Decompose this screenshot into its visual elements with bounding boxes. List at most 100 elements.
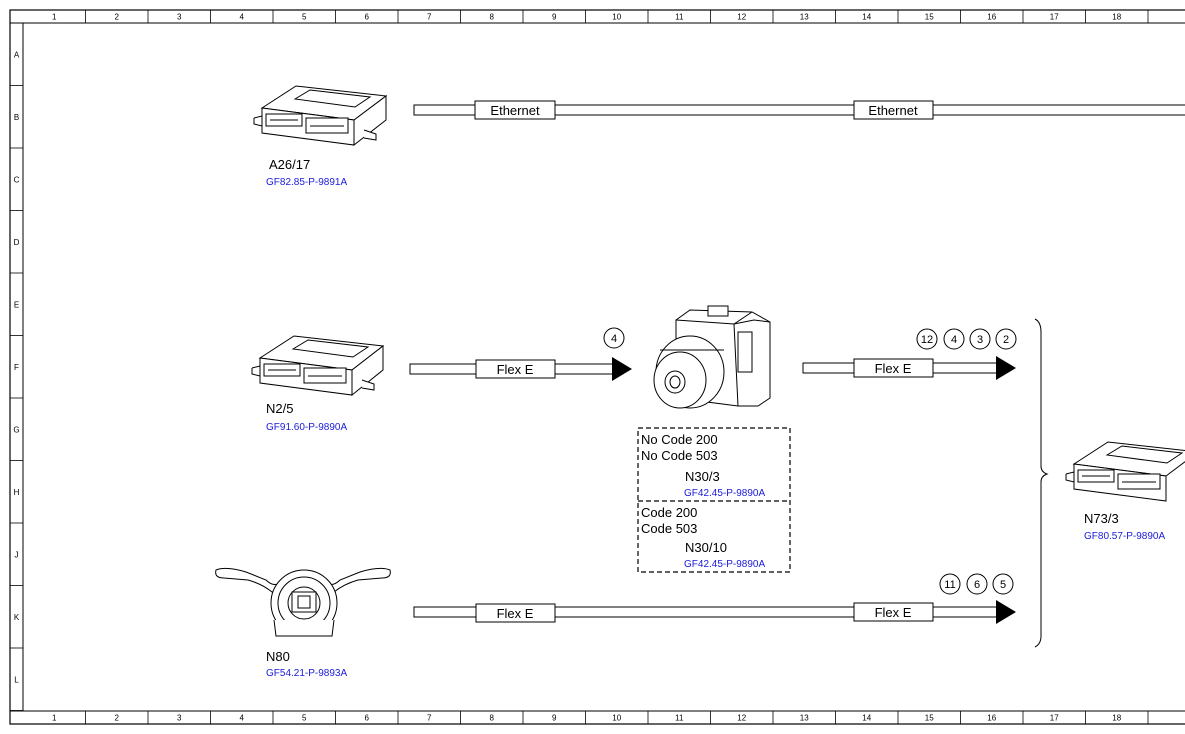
grid-column-label: 16	[987, 13, 996, 22]
grid-column-label: 9	[552, 13, 557, 22]
ethernet-label-left: Ethernet	[490, 103, 540, 118]
n80-ref-link[interactable]: GF54.21-P-9893A	[266, 668, 347, 679]
variant-upper-line2: No Code 503	[641, 448, 718, 463]
variant-upper-line1: No Code 200	[641, 432, 718, 447]
n80-name: N80	[266, 649, 290, 664]
variant-lower-line2: Code 503	[641, 521, 697, 536]
grid-column-label: 1	[52, 13, 57, 22]
n30-3-name: N30/3	[685, 469, 720, 484]
grid-column-label: 8	[490, 13, 495, 22]
grid-column-label: 10	[612, 714, 621, 723]
ethernet-label-right: Ethernet	[868, 103, 918, 118]
grid-row-label: D	[14, 238, 20, 247]
grid-row-label: B	[14, 113, 19, 122]
grid-column-label: 16	[987, 714, 996, 723]
a26-17-ref-link[interactable]: GF82.85-P-9891A	[266, 177, 347, 188]
grid-column-label: 11	[675, 13, 684, 22]
grid-row-label: L	[14, 675, 19, 684]
flex-label: Flex E	[875, 361, 912, 376]
grid-column-label: 12	[737, 714, 746, 723]
grid-column-label: 18	[1112, 714, 1121, 723]
grid-row-label: G	[13, 425, 19, 434]
marker-group-n80: 11 6 5	[939, 573, 1014, 595]
grid-column-label: 12	[737, 13, 746, 22]
marker-group-n30: 12 4 3 2	[916, 328, 1017, 350]
grid-column-label: 3	[177, 13, 182, 22]
marker-number: 5	[1000, 579, 1006, 591]
arrow-head-icon	[612, 357, 632, 381]
esp-hydraulic-unit-icon[interactable]	[653, 305, 771, 409]
arrow-head-icon	[996, 600, 1016, 624]
marker-number: 4	[611, 333, 617, 345]
flex-cable-n2-5[interactable]: Flex E	[409, 357, 632, 381]
grid-row-label: F	[14, 363, 19, 372]
grid-row-labels: A B C D E F G H J K L	[10, 50, 23, 711]
grid-row-label: E	[14, 300, 19, 309]
grid-column-label: 17	[1050, 13, 1059, 22]
ethernet-label-box-left	[474, 100, 556, 120]
flex-label-box-left	[475, 603, 556, 623]
grid-column-label: 13	[800, 13, 809, 22]
n73-3-name: N73/3	[1084, 511, 1119, 526]
grid-column-label: 7	[427, 13, 432, 22]
marker-number: 11	[944, 579, 955, 591]
grid-column-label: 6	[365, 714, 370, 723]
n80-steering-column-module-icon[interactable]	[215, 567, 391, 637]
grid-column-label: 2	[115, 13, 120, 22]
grid-column-label: 4	[240, 13, 245, 22]
flex-label: Flex E	[497, 362, 534, 377]
grid-column-label: 1	[52, 714, 57, 723]
grid-row-label: H	[14, 488, 20, 497]
flex-label-left: Flex E	[497, 606, 534, 621]
n2-5-ref-link[interactable]: GF91.60-P-9890A	[266, 422, 347, 433]
variant-box	[637, 427, 791, 573]
marker-number: 12	[921, 334, 933, 346]
grid-column-label: 14	[862, 13, 871, 22]
grid-column-label: 18	[1112, 13, 1121, 22]
grid-column-label: 8	[490, 714, 495, 723]
grid-row-label: A	[14, 50, 20, 59]
bus-bracket	[1034, 318, 1049, 648]
ethernet-cable[interactable]: Ethernet Ethernet	[413, 100, 1185, 120]
marker-number: 4	[951, 334, 957, 346]
grid-column-label: 4	[240, 714, 245, 723]
drawing-frame	[9, 9, 1185, 725]
grid-column-label: 5	[302, 714, 307, 723]
grid-column-label: 14	[862, 714, 871, 723]
marker-number: 6	[974, 579, 980, 591]
grid-row-label: K	[14, 613, 20, 622]
grid-column-label: 15	[925, 714, 934, 723]
ethernet-label-box-right	[853, 100, 934, 120]
flex-label-box	[475, 359, 556, 379]
variant-lower-line1: Code 200	[641, 505, 697, 520]
grid-column-label: 6	[365, 13, 370, 22]
marker-number: 3	[977, 334, 983, 346]
a26-17-module-icon[interactable]	[253, 85, 388, 147]
flex-cable-n30[interactable]: Flex E	[802, 356, 1016, 380]
grid-column-label: 10	[612, 13, 621, 22]
marker-4: 4	[603, 327, 625, 349]
n2-5-module-icon[interactable]	[251, 335, 385, 397]
grid-column-label: 3	[177, 714, 182, 723]
grid-column-label: 11	[675, 714, 684, 723]
grid-column-label: 15	[925, 13, 934, 22]
arrow-head-icon	[996, 356, 1016, 380]
n73-3-ref-link[interactable]: GF80.57-P-9890A	[1084, 531, 1165, 542]
grid-row-label: C	[14, 175, 20, 184]
n30-3-ref-link[interactable]: GF42.45-P-9890A	[684, 488, 765, 499]
grid-column-label: 5	[302, 13, 307, 22]
grid-column-label: 9	[552, 714, 557, 723]
flex-label-box-right	[853, 602, 934, 622]
grid-row-label: J	[15, 550, 19, 559]
n73-3-module-icon[interactable]	[1065, 441, 1185, 502]
grid-column-label: 7	[427, 714, 432, 723]
n30-10-ref-link[interactable]: GF42.45-P-9890A	[684, 559, 765, 570]
flex-cable-n80[interactable]: Flex E Flex E	[413, 600, 1016, 624]
flex-label-box	[853, 358, 934, 378]
n2-5-name: N2/5	[266, 401, 293, 416]
flex-label-right: Flex E	[875, 605, 912, 620]
n30-10-name: N30/10	[685, 540, 727, 555]
